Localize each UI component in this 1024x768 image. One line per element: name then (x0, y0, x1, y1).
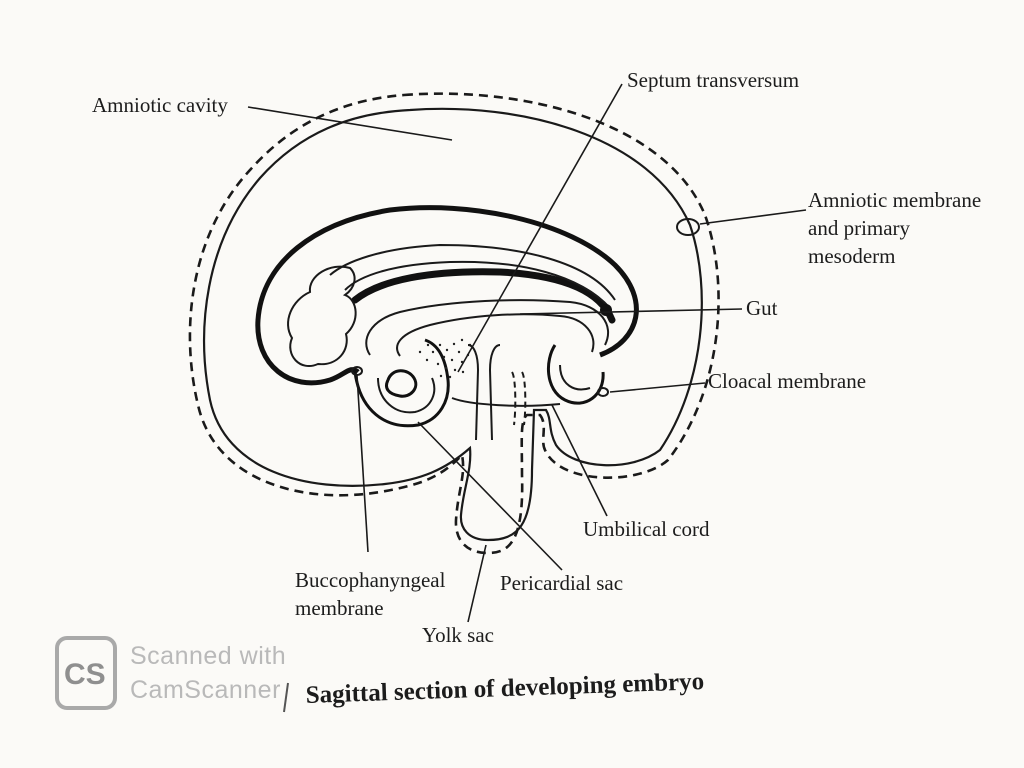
camscanner-logo-icon (55, 636, 117, 710)
cloacal-membrane-mark (597, 387, 609, 397)
label-amniotic-cavity: Amniotic cavity (92, 93, 228, 117)
camscanner-logo-text: CS (64, 658, 106, 691)
leader-buccopharyngeal (356, 374, 369, 553)
label-pericardial-sac: Pericardial sac (500, 571, 623, 595)
leader-lines (247, 83, 807, 623)
label-amniotic-membrane-2: and primary (808, 216, 911, 240)
gut-tube (365, 299, 610, 356)
yolk-stalk-right (488, 344, 501, 441)
pericardial-inner (377, 377, 436, 414)
septum-stipple (418, 338, 472, 379)
leader-septum-transversum (457, 83, 623, 373)
neural-tube-upper (329, 243, 616, 301)
leader-pericardial-sac (417, 421, 563, 571)
cloaca-inner (559, 364, 591, 391)
amnion-inner-line (203, 107, 703, 542)
amniotic-membrane-mark (676, 218, 700, 236)
heart-tube (385, 369, 418, 398)
watermark-line-2: CamScanner (130, 676, 281, 704)
allantois-dashed-2 (521, 371, 527, 426)
tail-fold (546, 344, 605, 405)
leader-umbilical-cord (551, 404, 608, 517)
yolk-stalk-left (467, 344, 480, 441)
brain-vesicles (287, 265, 357, 367)
head-fold (353, 338, 450, 428)
label-buccopharyngeal-2: membrane (295, 596, 384, 620)
gut-marker-dot (600, 304, 612, 316)
caption-tick (283, 682, 289, 713)
leader-yolk-sac (467, 544, 487, 623)
allantois-dashed (511, 371, 517, 426)
label-cloacal-membrane: Cloacal membrane (708, 369, 866, 393)
outer-dashed-membrane (188, 92, 720, 555)
leader-amniotic-membrane (699, 209, 807, 225)
embryo-ectoderm (255, 205, 639, 386)
label-yolk-sac: Yolk sac (422, 623, 494, 647)
leader-gut (519, 308, 743, 315)
label-amniotic-membrane-3: mesoderm (808, 244, 895, 268)
camscanner-watermark: CS Scanned with CamScanner (55, 636, 286, 710)
label-umbilical-cord: Umbilical cord (583, 517, 710, 541)
label-buccopharyngeal-1: Buccophanyngeal (295, 568, 446, 592)
label-gut: Gut (746, 296, 778, 320)
watermark-line-1: Scanned with (130, 642, 286, 670)
label-amniotic-membrane-1: Amniotic membrane (808, 188, 981, 212)
gut-inner-wall (396, 313, 595, 357)
figure-caption: Sagittal section of developing embryo (305, 668, 704, 709)
embryo-mesoderm-band (351, 268, 616, 324)
label-septum-transversum: Septum transversum (627, 68, 799, 92)
neural-tube-lower (344, 260, 611, 309)
leader-cloacal-membrane (609, 382, 706, 393)
umbilical-connector (451, 397, 561, 407)
leader-amniotic-cavity (247, 106, 453, 141)
